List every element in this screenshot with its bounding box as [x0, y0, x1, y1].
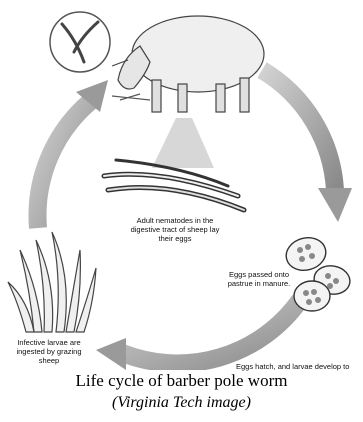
- caption-credit: (Virginia Tech image): [0, 392, 363, 413]
- life-cycle-diagram: [0, 0, 363, 370]
- label-larvae-ingested: Infective larvae are ingested by grazing…: [14, 338, 84, 365]
- caption-title: Life cycle of barber pole worm: [0, 370, 363, 392]
- label-eggs-passed: Eggs passed onto pastrue in manure.: [218, 270, 300, 288]
- figure-caption: Life cycle of barber pole worm (Virginia…: [0, 370, 363, 413]
- label-adult-nematodes: Adult nematodes in the digestive tract o…: [126, 216, 224, 243]
